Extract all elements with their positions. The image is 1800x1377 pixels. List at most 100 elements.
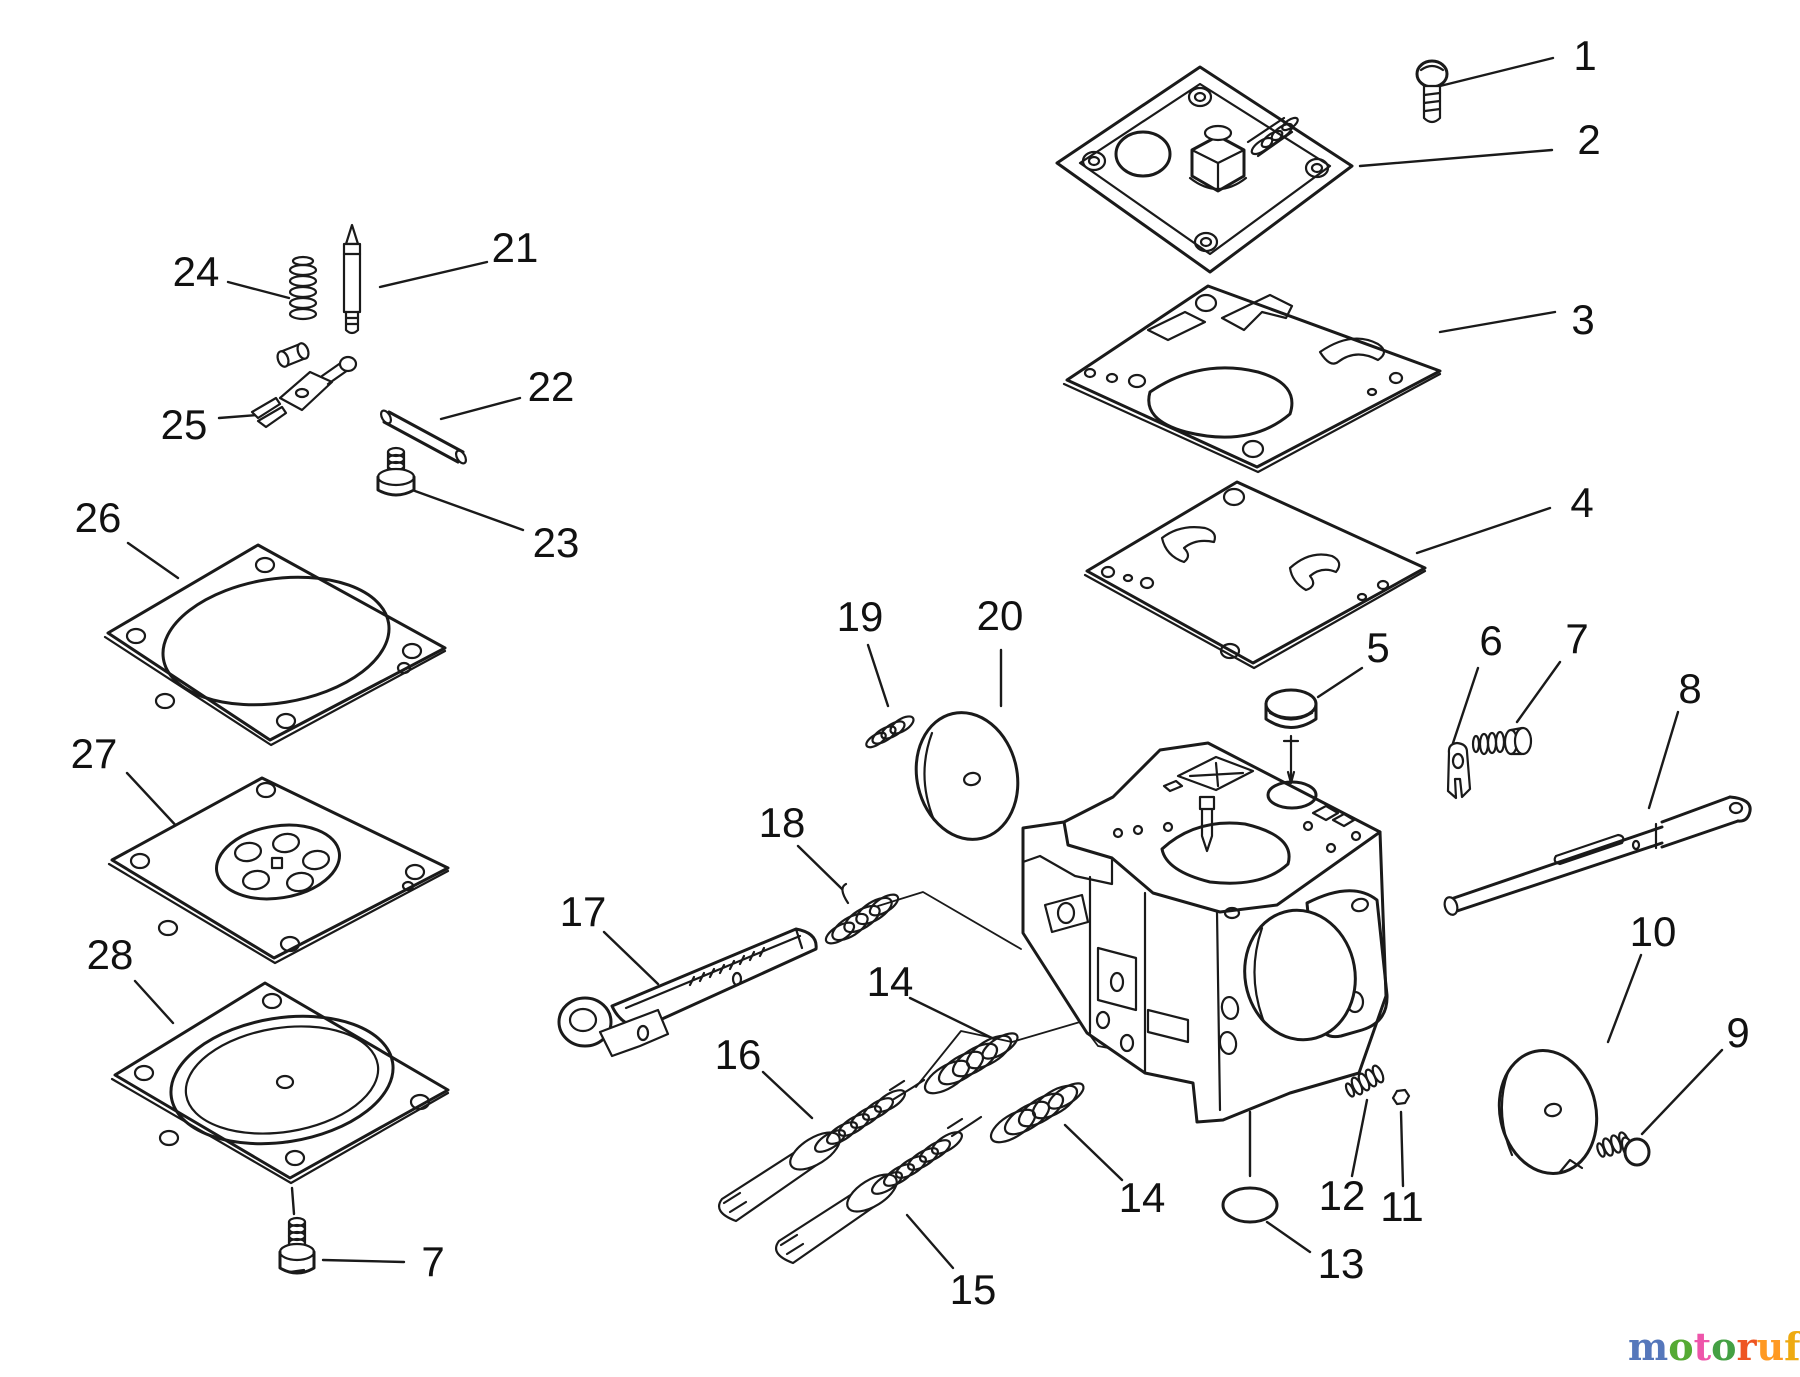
part-label-5: 5 xyxy=(1366,624,1389,671)
dropline-7-left xyxy=(290,1186,296,1216)
motoruf-watermark: motoruf'.de xyxy=(1628,1322,1800,1373)
leader-22 xyxy=(439,396,522,421)
pump-cover-hex-fitting xyxy=(1188,124,1248,193)
part-screw-7-left xyxy=(278,1216,316,1275)
part-label-13: 13 xyxy=(1318,1240,1365,1287)
watermark-letter: o xyxy=(1668,1324,1694,1369)
pump-cover-inlet-stub xyxy=(1246,116,1299,158)
leader-13 xyxy=(1265,1220,1312,1254)
leader-15 xyxy=(905,1213,955,1270)
part-label-16: 16 xyxy=(715,1031,762,1078)
leader-8 xyxy=(1647,710,1680,810)
leader-11 xyxy=(1399,1110,1405,1188)
part-label-17: 17 xyxy=(560,888,607,935)
watermark-letter: r xyxy=(1736,1324,1757,1369)
part-label-6: 6 xyxy=(1479,617,1502,664)
leader-14-lower xyxy=(1063,1123,1124,1182)
part-label-10: 10 xyxy=(1630,908,1677,955)
watermark-letter: o xyxy=(1711,1324,1737,1369)
part-lever-25 xyxy=(250,342,358,429)
part-plug-5 xyxy=(1264,688,1318,785)
part-label-28: 28 xyxy=(87,931,134,978)
part-label-26: 26 xyxy=(75,494,122,541)
leader-5 xyxy=(1316,666,1364,699)
leader-26 xyxy=(126,541,180,580)
leader-17 xyxy=(602,930,660,986)
leader-10 xyxy=(1606,953,1643,1044)
part-label-24: 24 xyxy=(173,248,220,295)
leader-21 xyxy=(378,260,489,289)
leader-19 xyxy=(866,643,890,708)
part-label-23: 23 xyxy=(533,519,580,566)
leader-25 xyxy=(217,413,260,420)
part-label-8: 8 xyxy=(1678,665,1701,712)
part-pin-22 xyxy=(379,409,468,465)
part-spring-14-upper xyxy=(923,1032,1019,1095)
watermark-letter: u xyxy=(1756,1324,1785,1369)
part-spring-24 xyxy=(288,255,318,321)
part-label-3: 3 xyxy=(1571,296,1594,343)
leader-12 xyxy=(1350,1098,1369,1178)
part-plug-13 xyxy=(1221,1186,1279,1224)
part-spring-18 xyxy=(824,882,900,945)
part-label-15: 15 xyxy=(950,1266,997,1313)
part-carburetor-body xyxy=(1021,741,1389,1124)
part-label-19: 19 xyxy=(837,593,884,640)
part-label-11: 11 xyxy=(1380,1183,1424,1230)
leader-18 xyxy=(796,844,844,891)
part-spring-14-lower xyxy=(989,1082,1085,1144)
leader-1 xyxy=(1430,56,1555,90)
part-screw-23 xyxy=(376,446,416,497)
leader-16 xyxy=(761,1070,814,1120)
part-label-27: 27 xyxy=(71,730,118,777)
part-label-7-right: 7 xyxy=(1565,615,1588,662)
leader-lines xyxy=(125,56,1724,1270)
leader-7-left xyxy=(321,1258,406,1264)
part-label-1: 1 xyxy=(1573,32,1596,79)
leader-24 xyxy=(226,280,291,300)
watermark-letter: t xyxy=(1693,1324,1712,1369)
leader-9 xyxy=(1640,1048,1724,1136)
part-spring-19 xyxy=(865,715,915,749)
part-label-14-lower: 14 xyxy=(1119,1174,1166,1221)
part-label-7-left: 7 xyxy=(421,1238,444,1285)
leader-2 xyxy=(1358,148,1554,168)
part-label-2: 2 xyxy=(1577,116,1600,163)
watermark-letter: m xyxy=(1628,1324,1669,1369)
part-disc-20 xyxy=(914,711,1020,841)
idle-needle xyxy=(1282,734,1300,785)
part-label-14-upper: 14 xyxy=(867,958,914,1005)
part-spring-12 xyxy=(1344,1064,1385,1098)
part-label-9: 9 xyxy=(1726,1009,1749,1056)
part-screw-16 xyxy=(718,1078,926,1223)
part-screw-9 xyxy=(1596,1131,1651,1167)
part-label-4: 4 xyxy=(1570,479,1593,526)
leader-27 xyxy=(125,771,182,832)
part-screw-1 xyxy=(1415,59,1449,124)
part-needle-21 xyxy=(342,223,362,335)
leader-3 xyxy=(1438,310,1557,334)
part-label-12: 12 xyxy=(1319,1172,1366,1219)
part-throttle-shaft-8 xyxy=(1443,795,1752,916)
leader-28 xyxy=(133,979,175,1025)
part-label-20: 20 xyxy=(977,592,1024,639)
part-screw-7-right xyxy=(1471,726,1533,756)
part-gasket-3 xyxy=(1062,284,1442,474)
part-label-25: 25 xyxy=(161,401,208,448)
part-labels: 1 2 3 4 5 6 7 8 9 10 11 12 13 14 14 15 1… xyxy=(71,32,1750,1313)
part-diaphragm-27 xyxy=(107,776,450,965)
part-diaphragm-28 xyxy=(110,981,450,1185)
part-clip-6 xyxy=(1446,741,1472,800)
leader-7-right xyxy=(1515,660,1562,724)
leader-4 xyxy=(1415,506,1552,555)
leader-14-upper xyxy=(908,996,996,1041)
part-nut-11 xyxy=(1391,1088,1411,1106)
part-screw-15 xyxy=(775,1115,983,1265)
leader-23 xyxy=(413,489,525,532)
watermark-letter: f xyxy=(1784,1324,1800,1369)
leader-6 xyxy=(1451,666,1480,745)
part-pump-cover-2 xyxy=(1055,65,1354,274)
part-diaphragm-4 xyxy=(1083,480,1427,670)
